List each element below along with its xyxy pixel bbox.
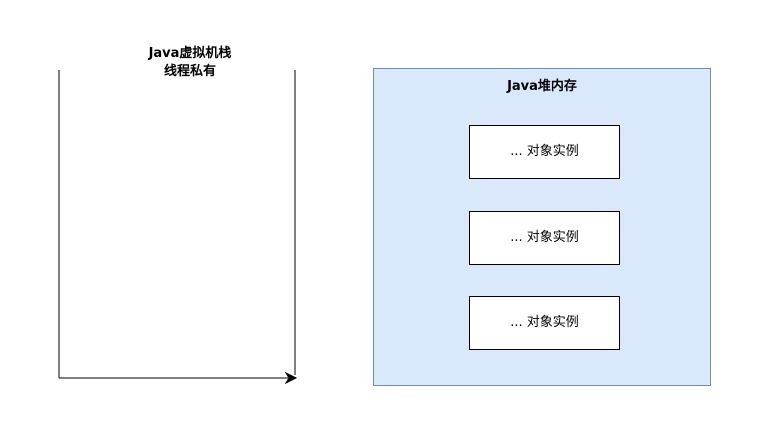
object-instance-label: ... 对象实例 [510, 144, 579, 159]
stack-subtitle: 线程私有 [163, 64, 216, 79]
object-instance-label: ... 对象实例 [510, 230, 579, 245]
object-instance-box: ... 对象实例 [469, 296, 620, 350]
stack-title: Java虚拟机栈 [148, 46, 232, 61]
heap-container: Java堆内存 ... 对象实例 ... 对象实例 ... 对象实例 [373, 68, 711, 386]
heap-title: Java堆内存 [507, 79, 577, 94]
arrowhead [284, 371, 298, 385]
object-instance-box: ... 对象实例 [469, 125, 620, 179]
object-instance-box: ... 对象实例 [469, 211, 620, 265]
object-instance-label: ... 对象实例 [510, 315, 579, 330]
